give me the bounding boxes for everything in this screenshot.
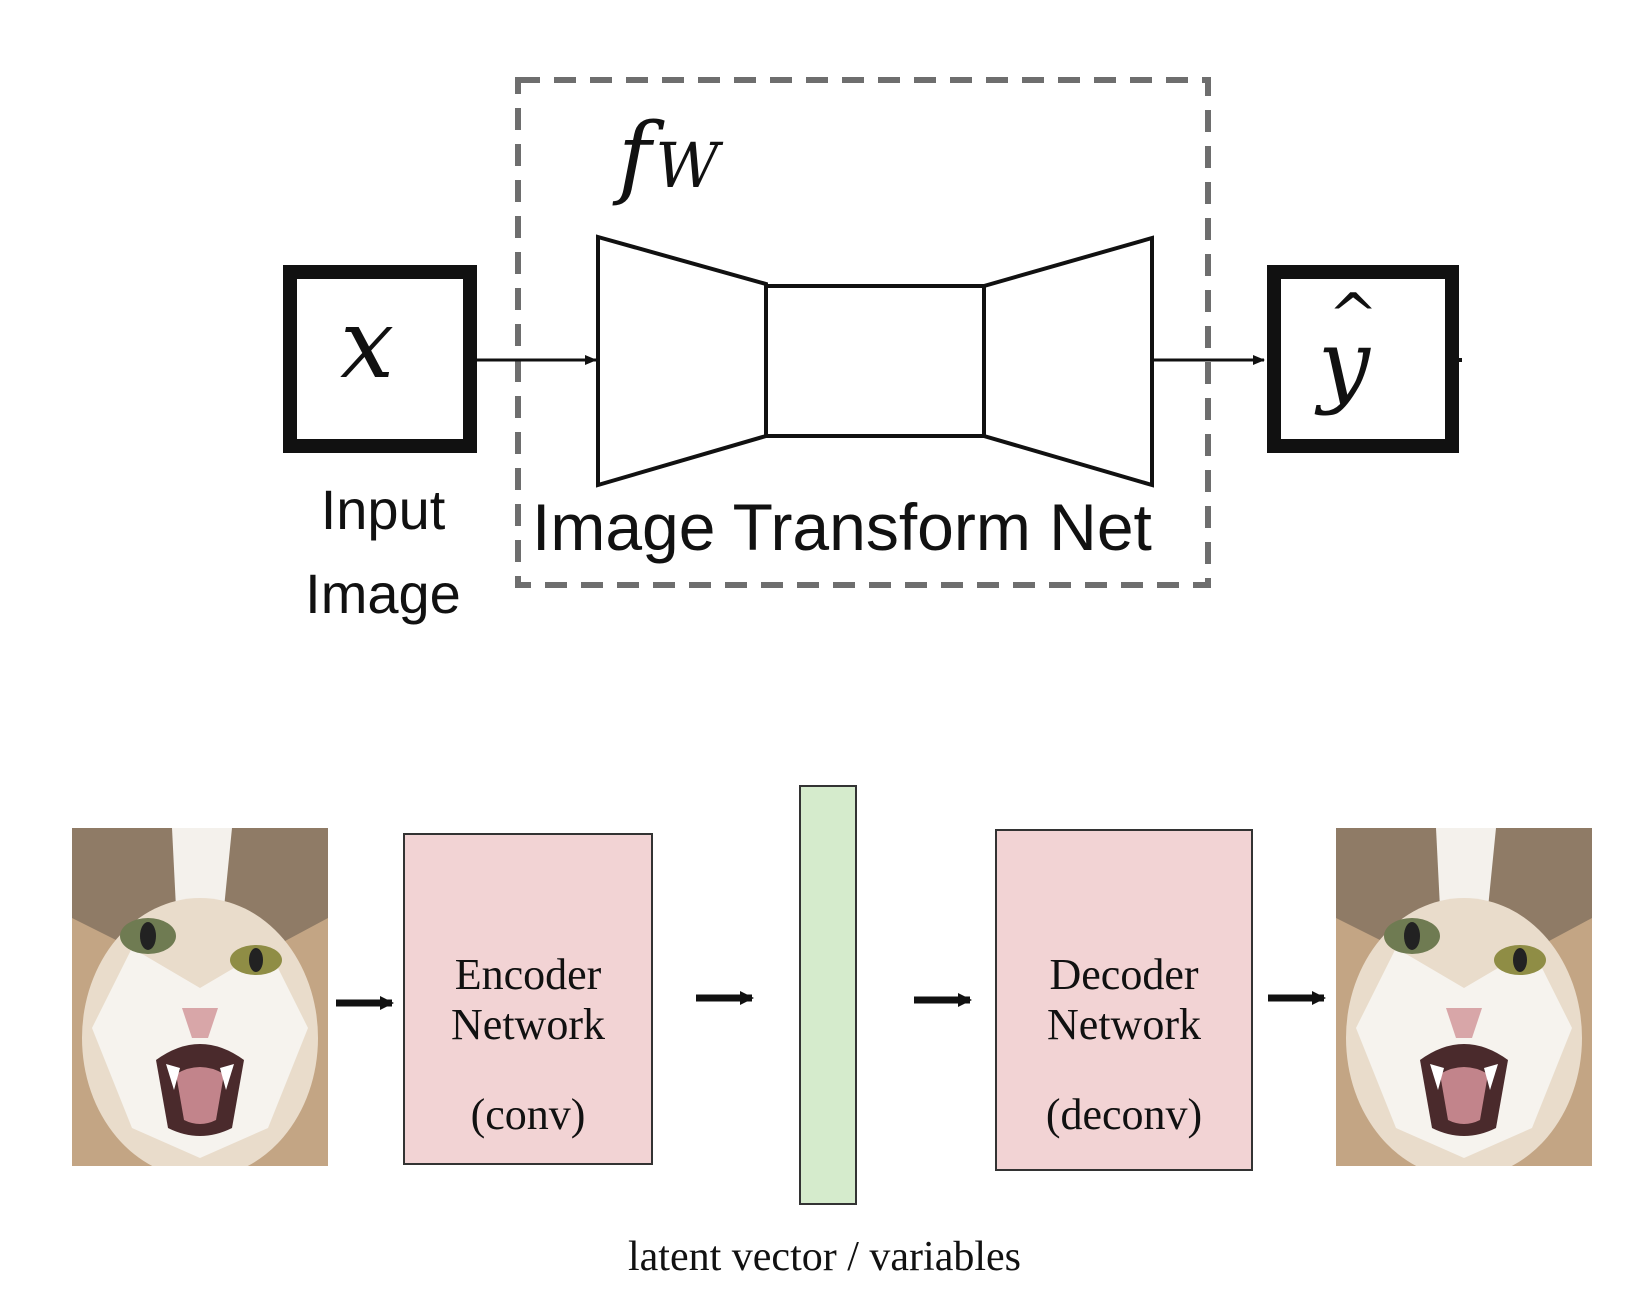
latent-vector-bar <box>799 785 857 1205</box>
function-label-subscript: W <box>655 129 720 202</box>
function-label-fw: fW <box>618 112 719 202</box>
transform-net-dashed-border <box>515 77 1211 588</box>
input-symbol-x: x <box>340 288 395 400</box>
decoder-title: Decoder Network <box>1047 950 1201 1049</box>
input-cat-image <box>72 828 328 1166</box>
decoder-network-label: Decoder Network (deconv) <box>996 950 1252 1140</box>
decoder-network-box <box>995 829 1253 1171</box>
output-cat-image <box>1336 828 1592 1166</box>
input-image-label: Input Image <box>305 478 461 625</box>
input-image-box <box>283 265 477 453</box>
bottleneck-rect <box>764 284 986 438</box>
image-transform-net-label: Image Transform Net <box>532 490 1152 564</box>
decoder-subtitle: (deconv) <box>1045 1090 1203 1139</box>
function-label-base: f <box>618 104 652 209</box>
output-hat-accent: ^ <box>1328 281 1379 351</box>
encoder-network-box <box>403 833 653 1165</box>
encoder-subtitle: (conv) <box>470 1090 586 1139</box>
encoder-title: Encoder Network <box>451 950 605 1049</box>
decoder-trapezoid <box>982 235 1154 488</box>
output-symbol-y: y <box>1318 310 1370 417</box>
latent-vector-label: latent vector / variables <box>628 1234 1021 1280</box>
encoder-network-label: Encoder Network (conv) <box>404 950 652 1140</box>
